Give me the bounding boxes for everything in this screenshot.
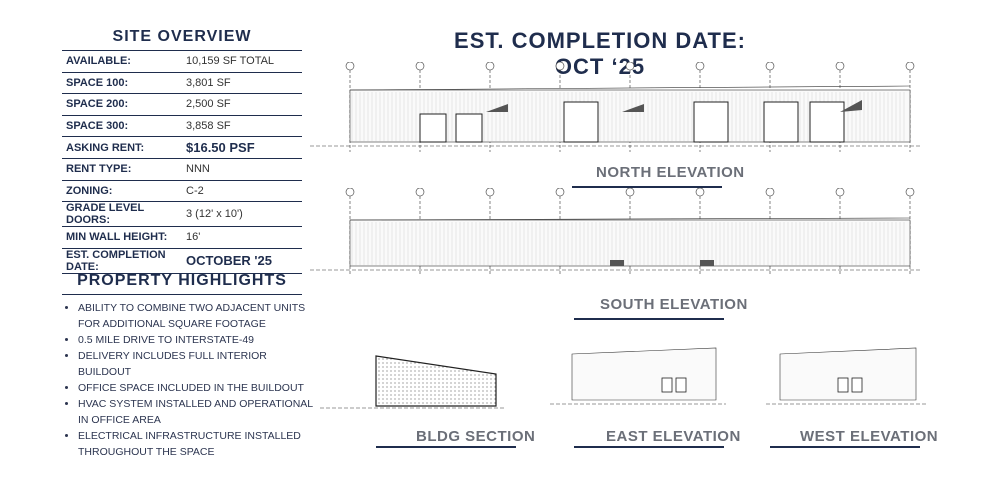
overview-row-value: 2,500 SF	[182, 93, 302, 116]
highlight-item: ABILITY TO COMBINE TWO ADJACENT UNITS FO…	[78, 300, 318, 332]
overview-row-label: SPACE 300:	[62, 114, 182, 137]
overview-row: AVAILABLE:10,159 SF TOTAL	[62, 50, 302, 73]
overview-row: RENT TYPE:NNN	[62, 157, 302, 181]
north-caption-rule	[572, 186, 722, 188]
west-elevation-drawing	[766, 347, 926, 405]
north-elevation-drawing	[310, 62, 920, 152]
highlight-item: OFFICE SPACE INCLUDED IN THE BUILDOUT	[78, 380, 318, 396]
overview-row-value: OCTOBER '25	[182, 247, 302, 274]
overview-row-value: 3,858 SF	[182, 114, 302, 137]
section-caption-rule	[376, 446, 516, 448]
highlight-item: HVAC SYSTEM INSTALLED AND OPERATIONAL IN…	[78, 396, 318, 428]
site-overview-title: SITE OVERVIEW	[112, 28, 252, 45]
east-elevation-drawing	[550, 347, 726, 405]
overview-row-value: 10,159 SF TOTAL	[182, 50, 302, 73]
overview-row-value: 16'	[182, 226, 302, 249]
overview-row-value: C-2	[182, 179, 302, 202]
highlight-item: ELECTRICAL INFRASTRUCTURE INSTALLED THRO…	[78, 428, 318, 460]
highlight-item: 0.5 MILE DRIVE TO INTERSTATE-49	[78, 332, 318, 348]
west-caption-rule	[770, 446, 920, 448]
building-section-drawing	[320, 355, 506, 409]
overview-row-value: 3,801 SF	[182, 71, 302, 94]
overview-row: GRADE LEVEL DOORS:3 (12' x 10')	[62, 201, 302, 227]
overview-row-value: $16.50 PSF	[182, 136, 302, 159]
south-elevation-caption: SOUTH ELEVATION	[600, 296, 748, 313]
highlights-divider	[62, 294, 302, 295]
overview-row: SPACE 100:3,801 SF	[62, 71, 302, 94]
overview-row: ASKING RENT:$16.50 PSF	[62, 136, 302, 159]
east-elevation-caption: EAST ELEVATION	[606, 428, 741, 445]
building-section-caption: BLDG SECTION	[416, 428, 536, 445]
overview-row: SPACE 300:3,858 SF	[62, 114, 302, 137]
overview-row: ZONING:C-2	[62, 179, 302, 202]
south-elevation-drawing	[310, 188, 920, 276]
overview-row: MIN WALL HEIGHT:16'	[62, 226, 302, 249]
highlight-item: DELIVERY INCLUDES FULL INTERIOR BUILDOUT	[78, 348, 318, 380]
property-highlights-title: PROPERTY HIGHLIGHTS	[77, 272, 287, 289]
overview-row: SPACE 200:2,500 SF	[62, 93, 302, 116]
overview-row-label: SPACE 200:	[62, 93, 182, 116]
overview-row-label: ASKING RENT:	[62, 136, 182, 159]
overview-row-label: ZONING:	[62, 179, 182, 202]
property-highlights-list: ABILITY TO COMBINE TWO ADJACENT UNITS FO…	[62, 300, 318, 460]
overview-row-label: AVAILABLE:	[62, 50, 182, 73]
overview-row-value: NNN	[182, 157, 302, 181]
south-caption-rule	[574, 318, 724, 320]
north-elevation-caption: NORTH ELEVATION	[596, 164, 745, 181]
east-caption-rule	[574, 446, 724, 448]
overview-row-label: GRADE LEVEL DOORS:	[62, 201, 182, 227]
overview-row-label: MIN WALL HEIGHT:	[62, 226, 182, 249]
overview-row: EST. COMPLETION DATE:OCTOBER '25	[62, 247, 302, 274]
west-elevation-caption: WEST ELEVATION	[800, 428, 939, 445]
overview-row-value: 3 (12' x 10')	[182, 201, 302, 227]
overview-row-label: EST. COMPLETION DATE:	[62, 247, 182, 274]
overview-row-label: SPACE 100:	[62, 71, 182, 94]
overview-row-label: RENT TYPE:	[62, 157, 182, 181]
